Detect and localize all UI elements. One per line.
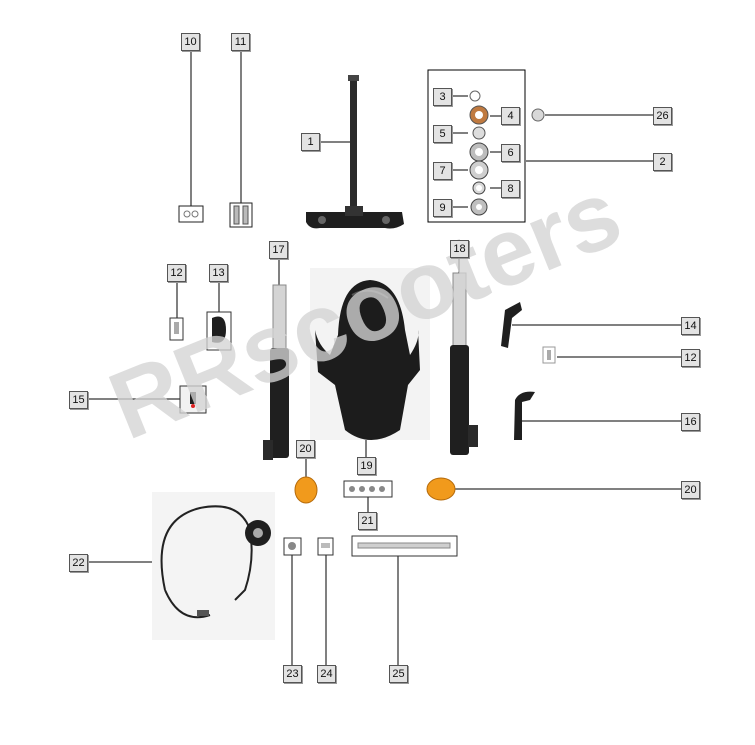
callout-26[interactable]: 26 [653, 107, 672, 125]
callout-14[interactable]: 14 [681, 317, 700, 335]
callout-2[interactable]: 2 [653, 153, 672, 171]
part-14-bracket [501, 302, 522, 348]
callout-6[interactable]: 6 [501, 144, 520, 162]
bearing-set-box [427, 69, 526, 223]
callout-10[interactable]: 10 [181, 33, 200, 51]
callout-15[interactable]: 15 [69, 391, 88, 409]
callout-4[interactable]: 4 [501, 107, 520, 125]
callout-16[interactable]: 16 [681, 413, 700, 431]
callout-13[interactable]: 13 [209, 264, 228, 282]
callout-8[interactable]: 8 [501, 180, 520, 198]
part-21-screws [343, 480, 393, 498]
callout-25[interactable]: 25 [389, 665, 408, 683]
part-10-washers [178, 205, 204, 223]
callout-24[interactable]: 24 [317, 665, 336, 683]
callout-19[interactable]: 19 [357, 457, 376, 475]
callout-12-left[interactable]: 12 [167, 264, 186, 282]
callout-22[interactable]: 22 [69, 554, 88, 572]
callout-20-left[interactable]: 20 [296, 440, 315, 458]
callout-23[interactable]: 23 [283, 665, 302, 683]
leader-lines [88, 50, 681, 665]
part-20-reflector-left [294, 476, 318, 504]
callout-1[interactable]: 1 [301, 133, 320, 151]
callout-3[interactable]: 3 [433, 88, 452, 106]
part-17-left-fork [263, 284, 289, 460]
part-25-axle [351, 535, 458, 557]
callout-18[interactable]: 18 [450, 240, 469, 258]
callout-9[interactable]: 9 [433, 199, 452, 217]
part-18-right-fork [450, 272, 478, 455]
callout-20-right[interactable]: 20 [681, 481, 700, 499]
callout-17[interactable]: 17 [269, 241, 288, 259]
part-3-9-bearings [469, 90, 489, 216]
part-16-brake-bracket [514, 391, 535, 440]
part-19-front-fender [310, 268, 430, 440]
callout-21[interactable]: 21 [358, 512, 377, 530]
part-20-reflector-right [426, 477, 456, 501]
part-13-clamp [206, 311, 232, 351]
part-26-nut [531, 108, 545, 122]
part-1-steering-stem [306, 75, 404, 229]
part-11-bolts [229, 202, 253, 228]
part-22-speedometer-cable [152, 492, 275, 640]
callout-7[interactable]: 7 [433, 162, 452, 180]
callout-12-right[interactable]: 12 [681, 349, 700, 367]
callout-11[interactable]: 11 [231, 33, 250, 51]
callout-5[interactable]: 5 [433, 125, 452, 143]
